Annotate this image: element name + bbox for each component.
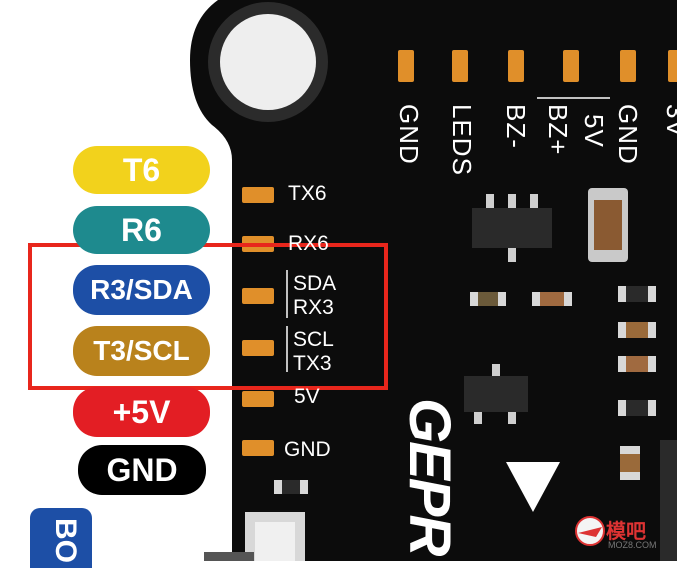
top-pad: [563, 50, 579, 82]
transistor-pin: [508, 194, 516, 208]
side-tab: BO: [30, 508, 92, 568]
pill-t6: T6: [73, 146, 210, 194]
transistor-pin: [530, 194, 538, 208]
pad-tx6: [242, 187, 274, 203]
capacitor-body: [594, 200, 622, 250]
smd-resistor-body: [540, 292, 564, 306]
pill-t3-label: T3/SCL: [93, 335, 190, 366]
pcb-board: [190, 0, 677, 561]
watermark-url: MOZ8.COM: [608, 540, 657, 550]
pill-gnd: GND: [78, 445, 206, 495]
label-rx6: RX6: [288, 232, 329, 255]
pill-r6: R6: [73, 206, 210, 254]
top-label-gnd: GND: [394, 104, 424, 165]
smd-part-body: [626, 400, 648, 416]
label-tx6: TX6: [288, 182, 327, 205]
label-scl: SCL: [293, 328, 334, 351]
top-label-5v: 5V: [579, 114, 609, 148]
smd-resistor-body: [478, 292, 498, 306]
top-pad: [620, 50, 636, 82]
pill-t3-scl: T3/SCL: [73, 326, 210, 376]
transistor-pin: [492, 364, 500, 376]
edge-component: [660, 440, 677, 561]
pill-r6-label: R6: [121, 212, 162, 248]
top-label-bz-plus: BZ+: [543, 104, 573, 156]
smd-part-body: [626, 286, 648, 302]
label-5v: 5V: [294, 385, 320, 408]
top-pad: [398, 50, 414, 82]
transistor-pin: [474, 412, 482, 424]
pill-r3-label: R3/SDA: [90, 274, 193, 305]
pad-gnd: [242, 440, 274, 456]
mounting-hole-inner: [220, 14, 316, 110]
bottom-connector-inner: [255, 522, 295, 561]
top-pad: [452, 50, 468, 82]
label-rx3: RX3: [293, 296, 334, 319]
transistor-pin: [486, 194, 494, 208]
top-pad: [508, 50, 524, 82]
top-label-leds: LEDS: [447, 104, 477, 176]
bottom-strip: [204, 552, 254, 561]
watermark-plane-icon: [578, 527, 602, 537]
side-tab-text: BO: [49, 518, 82, 563]
smd-part-body: [626, 356, 648, 372]
brand-logo: GEPR: [397, 398, 462, 555]
pad-5v: [242, 391, 274, 407]
pill-gnd-label: GND: [106, 452, 178, 488]
pill-r3-sda: R3/SDA: [73, 265, 210, 315]
transistor-chip: [472, 208, 552, 248]
label-gnd: GND: [284, 438, 331, 461]
watermark-text: 模吧: [606, 521, 646, 543]
transistor-pin: [508, 248, 516, 262]
transistor-chip: [464, 376, 528, 412]
label-tx3: TX3: [293, 352, 332, 375]
smd-part-body: [282, 480, 300, 494]
label-sda: SDA: [293, 272, 337, 295]
smd-part-body: [620, 454, 640, 472]
transistor-pin: [508, 412, 516, 424]
top-label-gnd-2: GND: [613, 104, 643, 165]
pill-5v-label: +5V: [112, 394, 171, 430]
direction-arrow-icon: [506, 462, 560, 512]
top-label-bz-minus: BZ-: [501, 104, 531, 149]
pad-sda: [242, 288, 274, 304]
top-pad: [668, 50, 677, 82]
pill-5v: +5V: [73, 387, 210, 437]
top-label-3v: 3V: [661, 104, 677, 138]
highlight-box: [28, 243, 388, 390]
pad-scl: [242, 340, 274, 356]
pill-t6-label: T6: [122, 152, 161, 188]
smd-part-body: [626, 322, 648, 338]
